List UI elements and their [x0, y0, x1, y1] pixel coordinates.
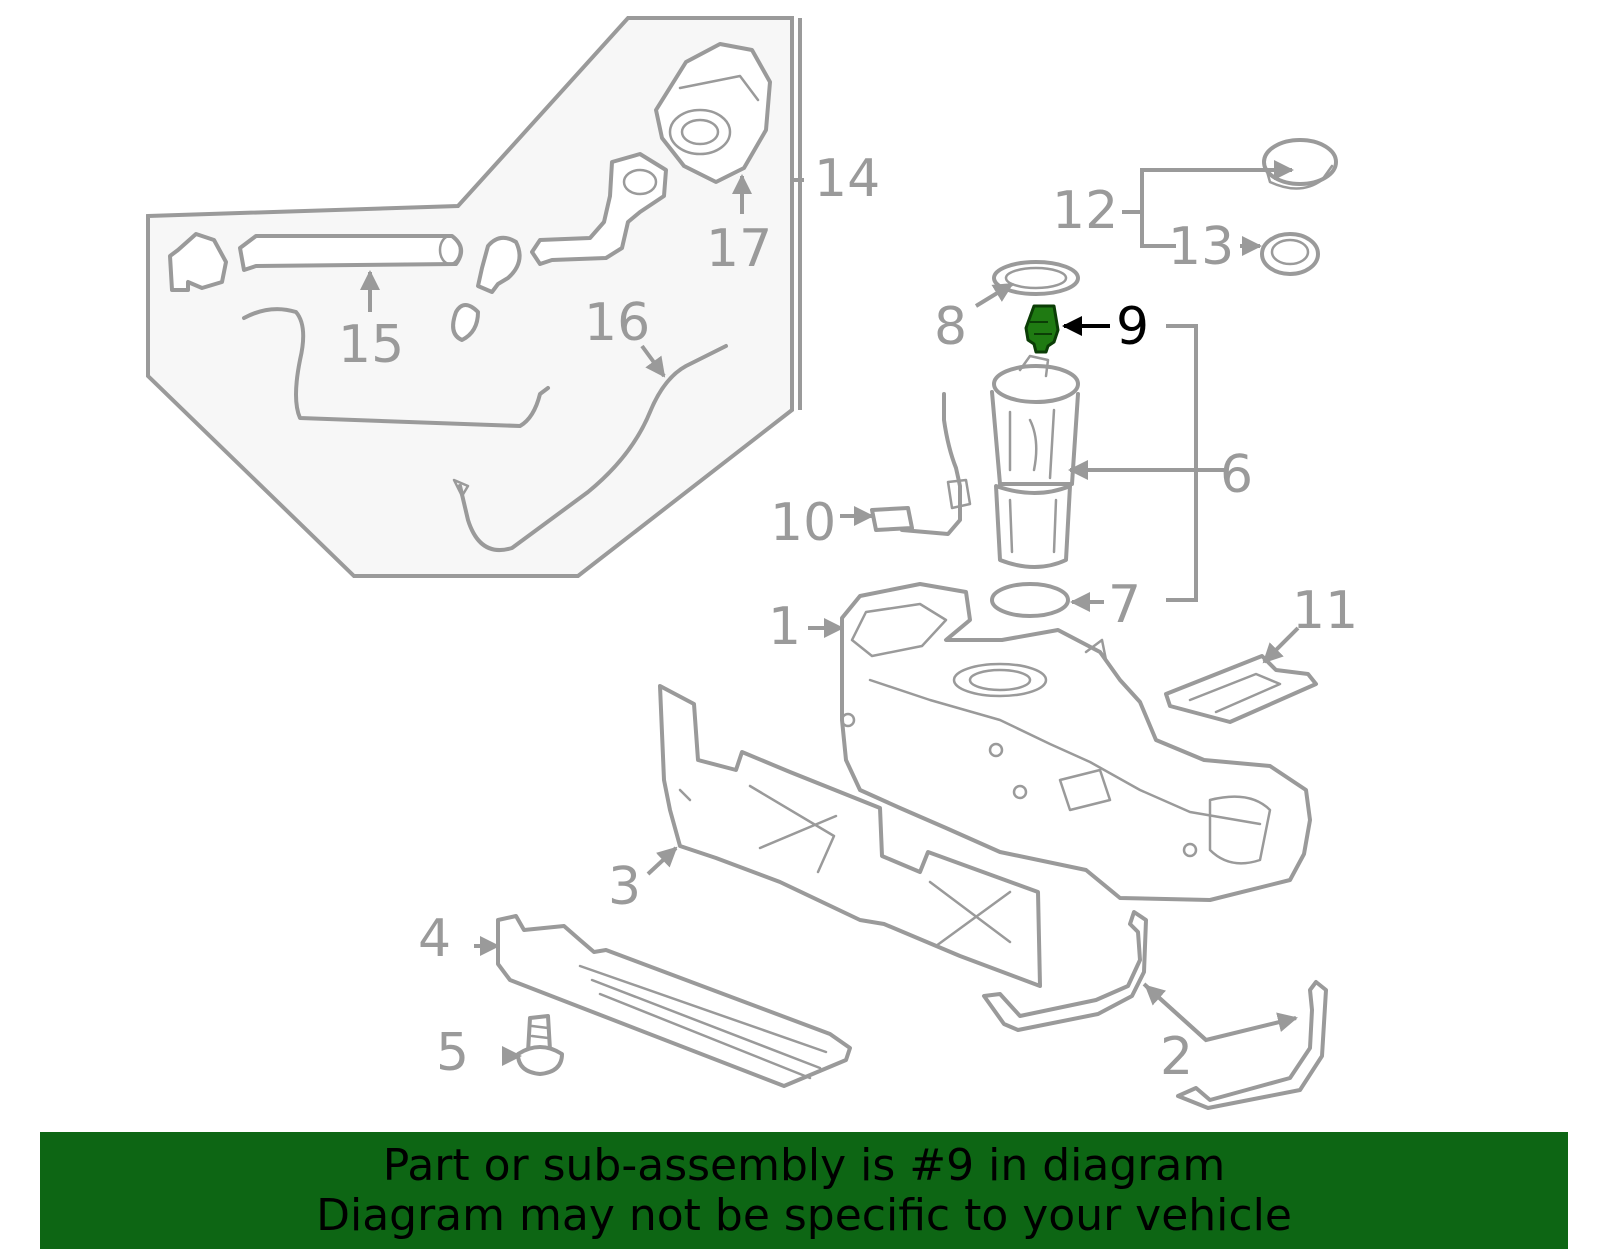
part-10-level-sender — [870, 392, 972, 536]
callout-14: 14 — [814, 149, 880, 209]
callout-17: 17 — [706, 219, 772, 279]
callout-labels: 1 2 3 4 5 6 7 8 9 10 11 12 13 14 15 16 1… — [338, 149, 1358, 1087]
part-1-fuel-tank — [840, 582, 1312, 902]
banner-line-part-number: Part or sub-assembly is #9 in diagram — [382, 1139, 1226, 1191]
part-17-filler-housing — [654, 42, 772, 184]
callout-2: 2 — [1160, 1027, 1193, 1087]
part-16-vent-line — [242, 307, 728, 553]
part-13-cap-seal — [1260, 232, 1320, 276]
part-11-tank-shield — [1164, 654, 1318, 724]
callout-11: 11 — [1292, 581, 1358, 641]
callout-13: 13 — [1168, 217, 1234, 277]
callout-7: 7 — [1108, 575, 1141, 635]
callout-3: 3 — [608, 857, 641, 917]
callout-15: 15 — [338, 315, 404, 375]
banner-line-disclaimer: Diagram may not be specific to your vehi… — [316, 1189, 1292, 1241]
part-12-fuel-cap — [1262, 138, 1338, 190]
callout-1: 1 — [768, 597, 801, 657]
info-banner: Part or sub-assembly is #9 in diagram Di… — [40, 1132, 1568, 1249]
part-7-seal — [990, 582, 1070, 618]
leader-lines — [360, 18, 1300, 1066]
part-6-fuel-pump-module — [990, 354, 1080, 569]
part-15-filler-hose — [168, 232, 522, 342]
part-5-bolt — [516, 1014, 564, 1076]
callout-9-highlighted: 9 — [1116, 297, 1149, 357]
callout-12: 12 — [1052, 181, 1118, 241]
parts-diagram: 1 2 3 4 5 6 7 8 9 10 11 12 13 14 15 16 1… — [146, 16, 1358, 1110]
callout-16: 16 — [584, 293, 650, 353]
part-4-shield — [496, 914, 852, 1088]
part-8-lock-ring — [992, 260, 1080, 296]
callout-8: 8 — [934, 297, 967, 357]
part-2-tank-straps — [982, 910, 1328, 1110]
callout-10: 10 — [770, 493, 836, 553]
part-14-filler-neck — [530, 152, 668, 266]
callout-4: 4 — [418, 909, 451, 969]
part-3-skid-plate — [658, 684, 1042, 988]
part-9-highlighted-component — [1024, 304, 1060, 354]
callout-6: 6 — [1220, 445, 1253, 505]
callout-5: 5 — [436, 1023, 469, 1083]
